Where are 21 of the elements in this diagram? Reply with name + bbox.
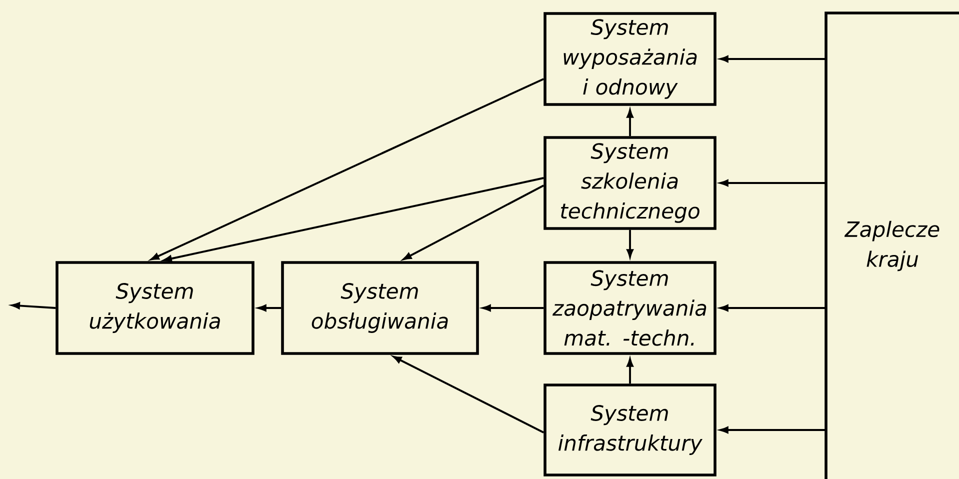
arrow [482,304,544,312]
process-box: System użytkowania [56,261,254,355]
arrow [720,56,826,62]
arrow [163,177,544,262]
process-box: System szkolenia technicznego [544,136,716,230]
arrow [720,426,826,434]
arrow [626,230,634,258]
side-panel: Zaplecze kraju [824,12,959,479]
arrow [626,109,634,136]
arrow [626,358,634,384]
arrow [720,180,826,186]
arrow [393,356,544,434]
process-box: System wyposażania i odnowy [544,12,716,106]
arrow [402,184,544,260]
process-box: System zaopatrywania mat. -techn. [544,261,716,355]
arrow [720,304,826,312]
arrow [150,78,544,260]
process-box: System infrastruktury [544,384,716,476]
arrow [11,302,56,310]
process-box: System obsługiwania [281,261,479,355]
arrow [258,304,282,312]
